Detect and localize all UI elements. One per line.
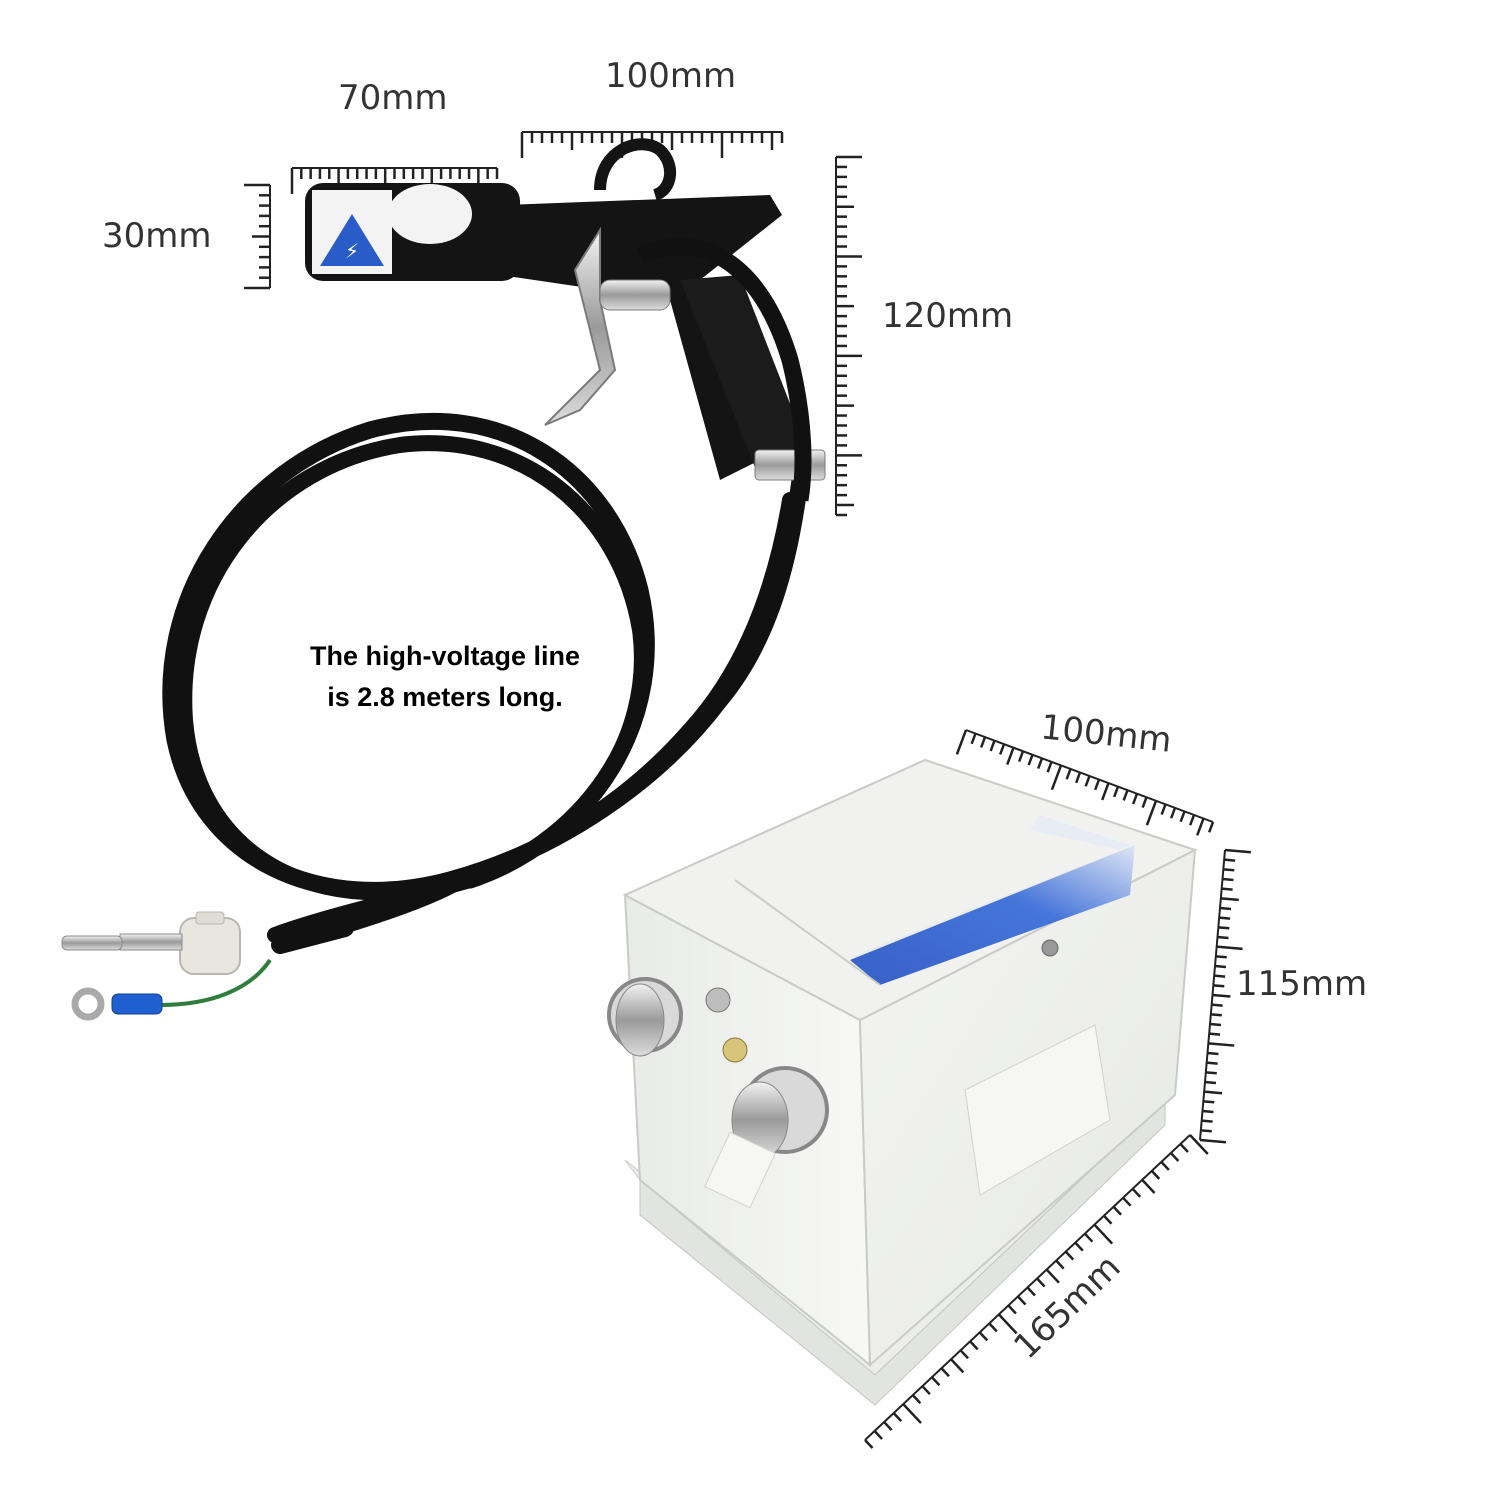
ruler-nozzle-diameter	[244, 183, 271, 290]
dim-label-nozzle-diameter: 30mm	[102, 216, 212, 256]
caption-line-1: The high-voltage line	[309, 641, 580, 671]
dim-label-box-height: 115mm	[1236, 964, 1368, 1004]
ruler-box-width	[955, 729, 1215, 836]
dim-label-box-width: 100mm	[1039, 707, 1174, 760]
ruler-box-length	[864, 1134, 1209, 1449]
high-voltage-generator	[607, 758, 1198, 1406]
high-voltage-cable	[162, 412, 809, 954]
dim-label-body-length: 100mm	[605, 56, 737, 96]
cable-length-caption: The high-voltage line is 2.8 meters long…	[295, 636, 595, 718]
ruler-gun-height	[835, 155, 862, 517]
caption-line-2: is 2.8 meters long.	[327, 682, 563, 712]
dim-label-box-length: 165mm	[1006, 1247, 1128, 1367]
ruler-box-height	[1199, 848, 1252, 1144]
dim-label-nozzle-length: 70mm	[338, 78, 448, 118]
cable-terminals	[61, 911, 272, 1021]
dim-label-gun-height: 120mm	[882, 296, 1014, 336]
ion-air-gun: ⚡	[305, 138, 826, 502]
svg-text:⚡: ⚡	[345, 239, 359, 263]
